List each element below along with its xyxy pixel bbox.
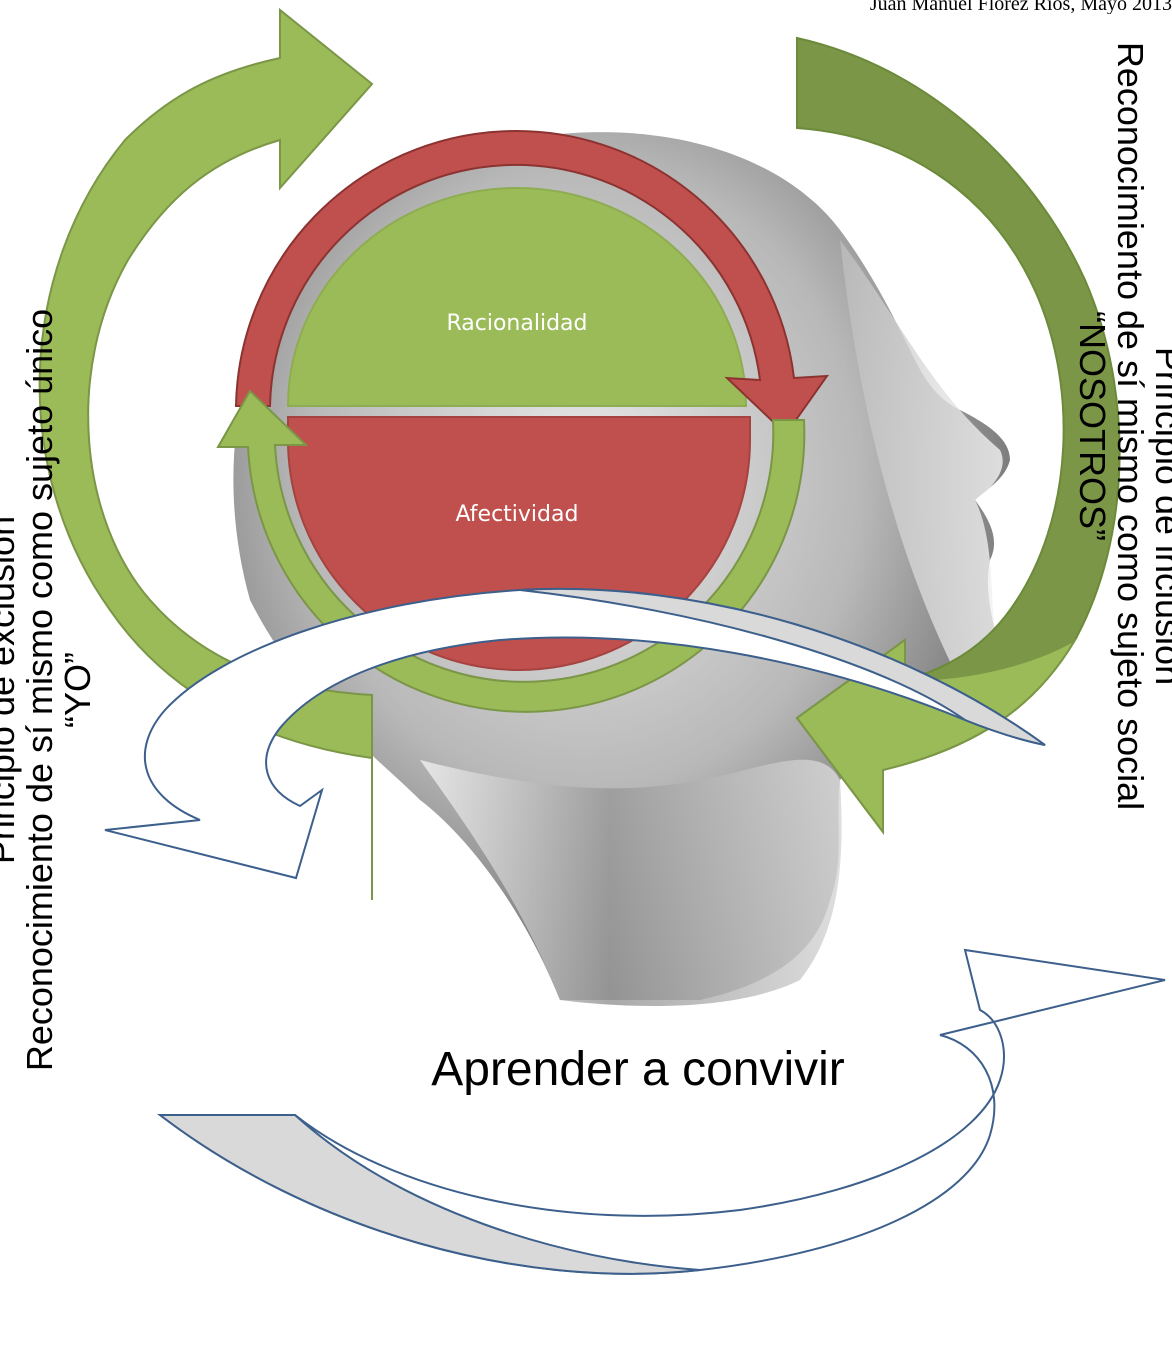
left-principle-label: Principio de exclusión [0, 515, 22, 865]
bottom-upper-gray-arrow-fill [519, 587, 1046, 746]
bottom-lower-gray-arrow-fill [157, 1114, 701, 1275]
right-green-arrow-head [795, 637, 1078, 835]
left-green-arrow [38, 7, 374, 900]
right-recognition-label: Reconocimiento de sí mismo como sujeto s… [1110, 41, 1151, 811]
right-nosotros-label: “NOSOTROS” [1072, 310, 1113, 541]
author-credit: Juan Manuel Flórez Ríos, Mayo 2013 [869, 0, 1172, 14]
racionalidad-label: Racionalidad [446, 311, 587, 336]
right-vertical-text: Principio de inclusión Reconocimiento de… [1072, 41, 1172, 811]
right-principle-label: Principio de inclusión [1148, 346, 1172, 686]
left-vertical-text: Principio de exclusión Reconocimiento de… [0, 308, 98, 1072]
afectividad-label: Afectividad [456, 502, 579, 527]
left-recognition-label: Reconocimiento de sí mismo como sujeto ú… [19, 308, 60, 1072]
bottom-caption: Aprender a convivir [431, 1043, 845, 1096]
racionalidad-half-circle [286, 187, 748, 407]
top-red-arc-arrow [234, 130, 830, 436]
left-yo-label: “YO” [57, 652, 98, 729]
